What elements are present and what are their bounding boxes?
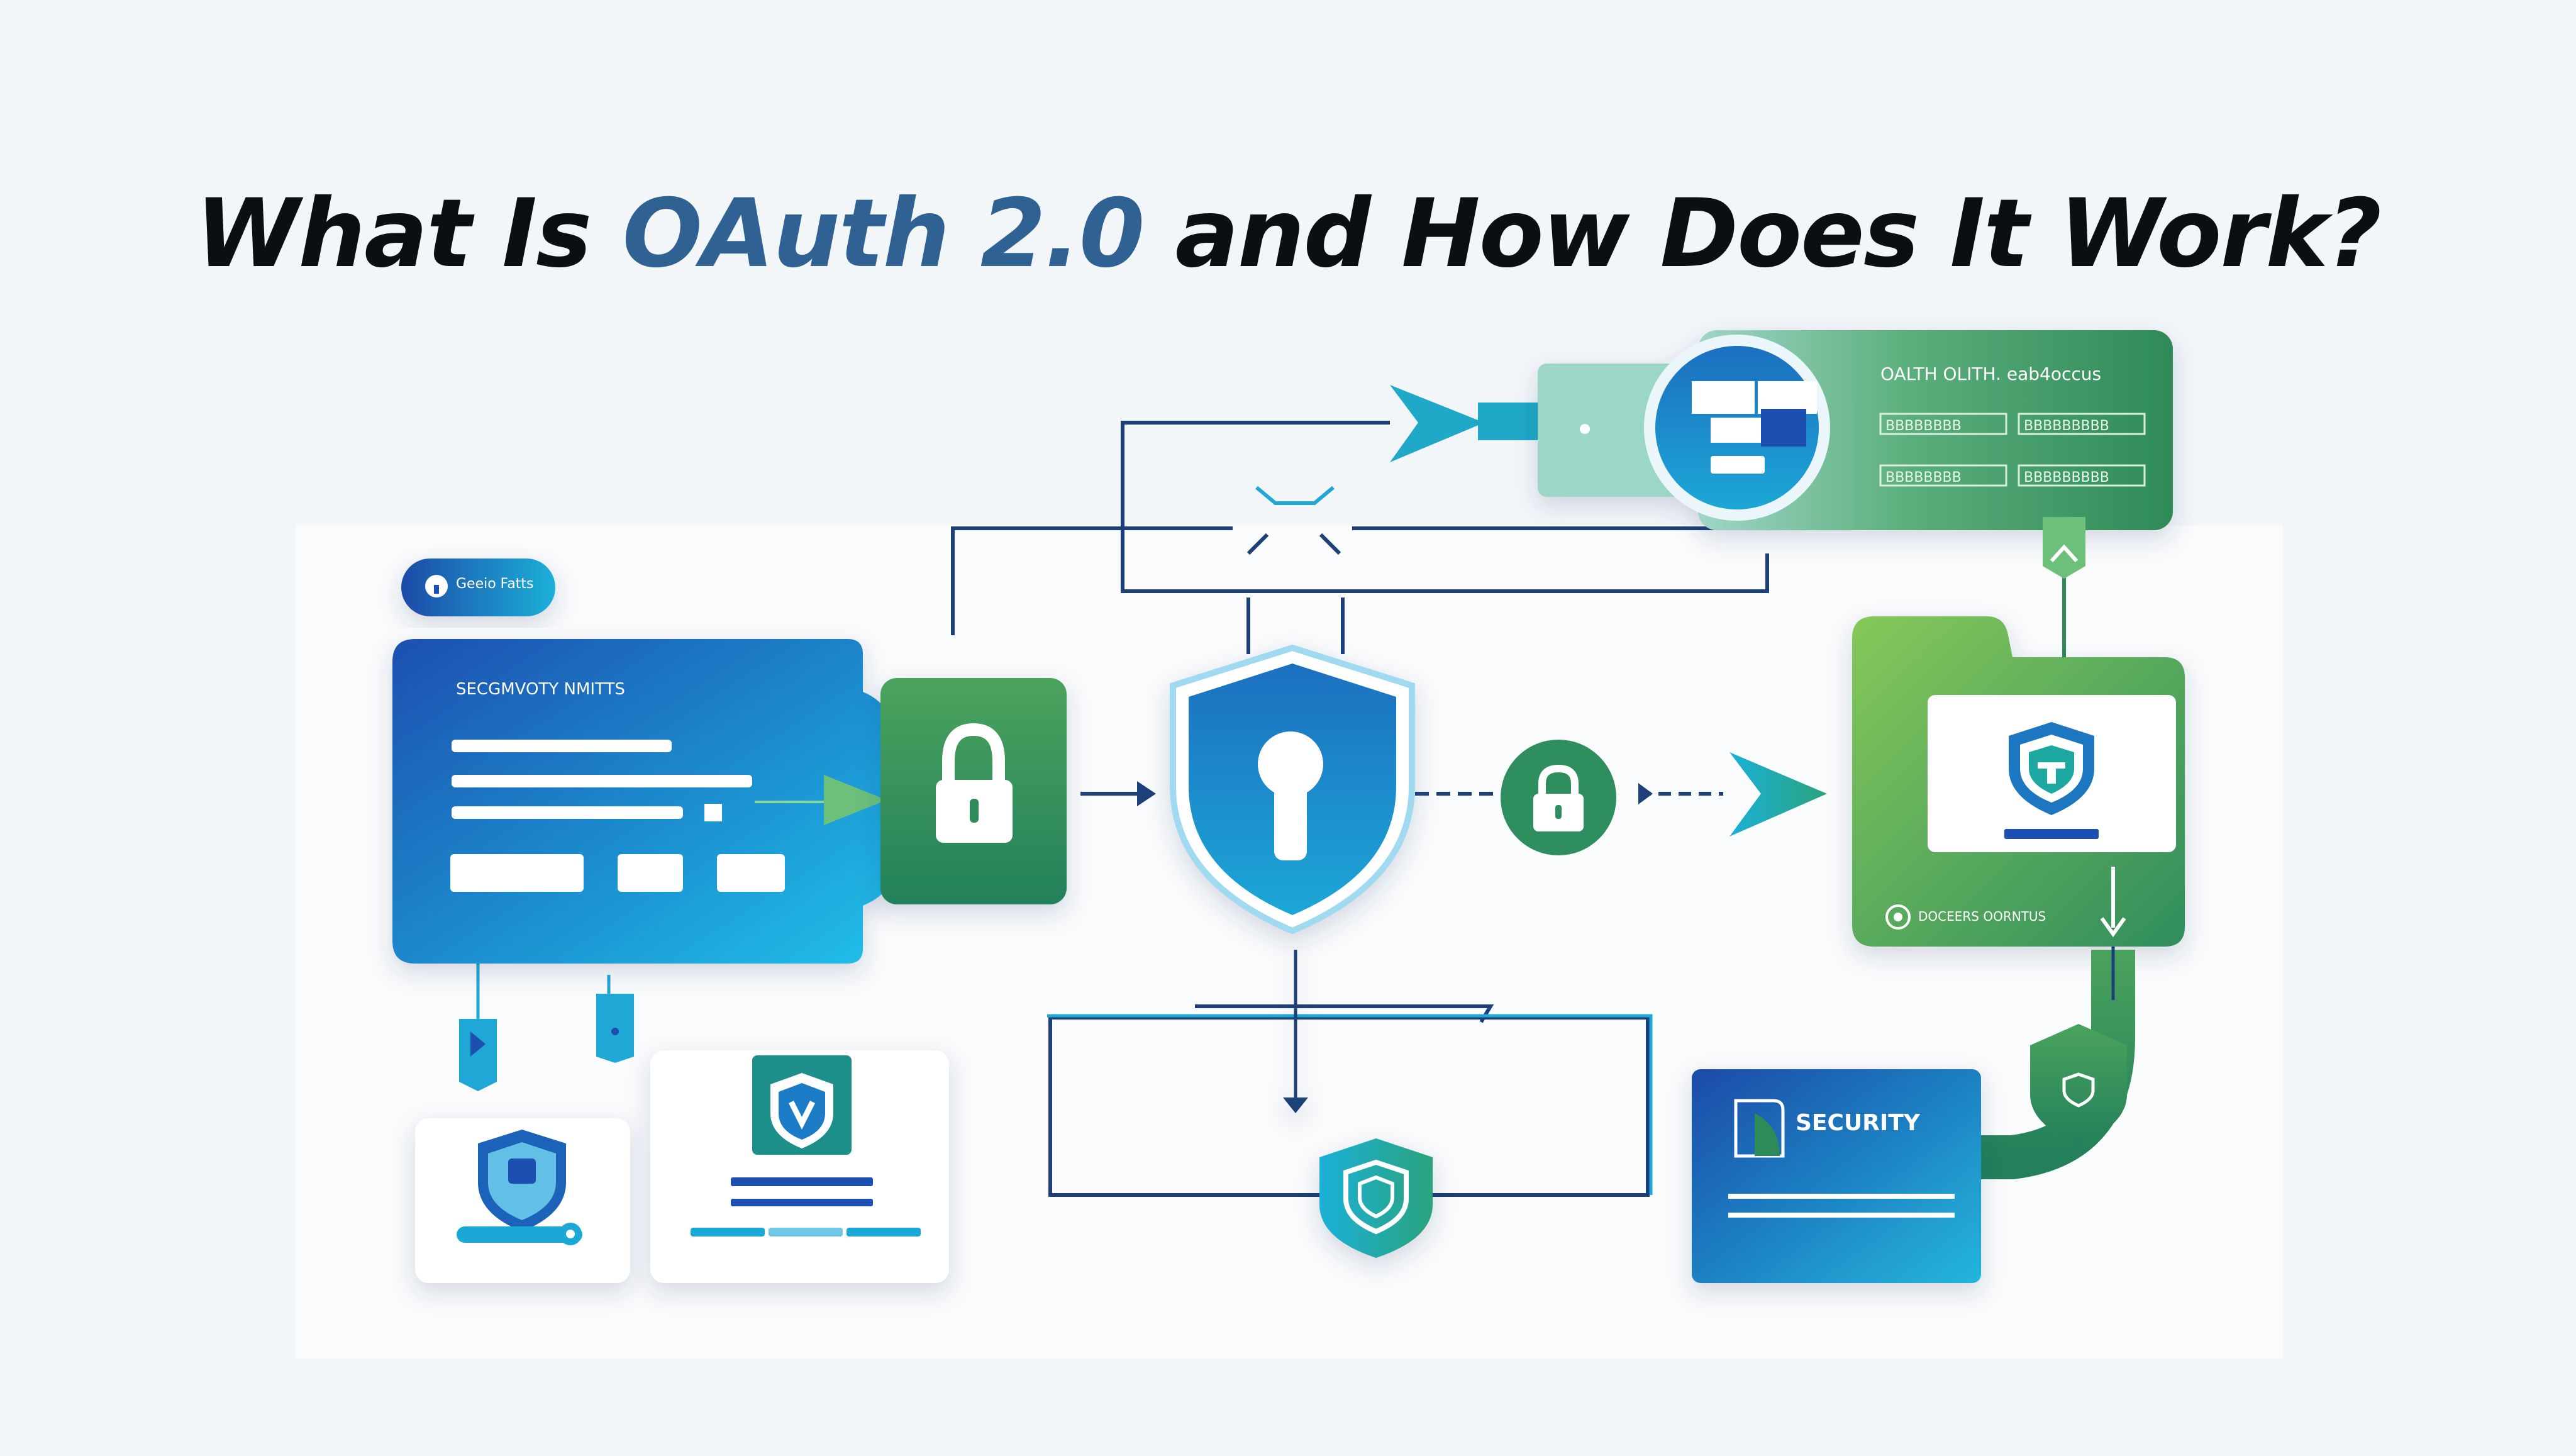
client-line-3 bbox=[452, 806, 683, 819]
client-button-3 bbox=[717, 854, 785, 892]
verification-line-2 bbox=[731, 1199, 873, 1206]
verification-bar-3 bbox=[847, 1228, 921, 1236]
top-arrow bbox=[1390, 385, 1547, 462]
title-highlight: OAuth 2.0 bbox=[622, 179, 1145, 289]
client-button-2 bbox=[618, 854, 683, 892]
resource-card-caption: DOCEERS OORNTUS bbox=[1918, 909, 2046, 924]
teal-arrow-icon bbox=[1729, 752, 1827, 836]
verification-line-1 bbox=[731, 1177, 873, 1186]
server-row1b: BBBBBBBBB bbox=[2024, 418, 2109, 434]
user-device-card bbox=[415, 1118, 630, 1283]
padlock-block bbox=[880, 678, 1067, 904]
server-row2b: BBBBBBBBB bbox=[2024, 470, 2109, 486]
bottom-shield-icon bbox=[1343, 1159, 1409, 1235]
verification-bar-2 bbox=[769, 1228, 843, 1236]
pipe-shield-icon bbox=[2062, 1072, 2095, 1108]
server-card-title: OALTH OLITH. eab4occus bbox=[1880, 364, 2101, 384]
security-line-1 bbox=[1728, 1194, 1955, 1199]
central-shield bbox=[1170, 644, 1415, 935]
verification-card bbox=[650, 1050, 949, 1283]
client-square bbox=[704, 804, 722, 821]
client-arrow-icon bbox=[824, 775, 887, 825]
arrow-to-shield bbox=[1080, 781, 1156, 806]
security-card-label: SECURITY bbox=[1796, 1110, 1921, 1136]
server-row1a: BBBBBBBB bbox=[1885, 418, 1962, 434]
client-button-1 bbox=[450, 854, 584, 892]
security-card: SECURITY bbox=[1692, 1069, 1981, 1283]
resource-server-card: DOCEERS OORNTUS bbox=[1852, 616, 2185, 947]
client-app-card: SECGMVOTY NMITTS bbox=[392, 639, 893, 964]
pipe-shield bbox=[2030, 1024, 2127, 1145]
shield-keyhole-icon bbox=[1258, 731, 1323, 797]
server-screen-icon bbox=[1692, 381, 1755, 414]
client-line-1 bbox=[452, 740, 672, 752]
verification-bar-1 bbox=[691, 1228, 765, 1236]
server-row2a: BBBBBBBB bbox=[1885, 470, 1962, 486]
title-suffix: and How Does It Work? bbox=[1143, 179, 2382, 289]
page-title: What Is OAuth 2.0 and How Does It Work? bbox=[0, 179, 2576, 289]
pill-badge: Geeio Fatts bbox=[401, 559, 555, 616]
security-line-2 bbox=[1728, 1213, 1955, 1218]
verification-shield-icon bbox=[779, 1083, 825, 1140]
bottom-shield bbox=[1283, 950, 1433, 1258]
pill-icon bbox=[434, 585, 439, 594]
client-card-heading: SECGMVOTY NMITTS bbox=[456, 680, 625, 699]
middle-link bbox=[1415, 740, 1827, 855]
pill-label: Geeio Fatts bbox=[456, 576, 534, 592]
up-link bbox=[2043, 517, 2085, 667]
link-pins bbox=[459, 994, 634, 1091]
authorization-server-card: OALTH OLITH. eab4occus BBBBBBBB BBBBBBBB… bbox=[1538, 330, 2173, 530]
burst-lines bbox=[1246, 486, 1341, 555]
title-prefix: What Is bbox=[195, 179, 623, 289]
client-line-2 bbox=[452, 775, 752, 787]
